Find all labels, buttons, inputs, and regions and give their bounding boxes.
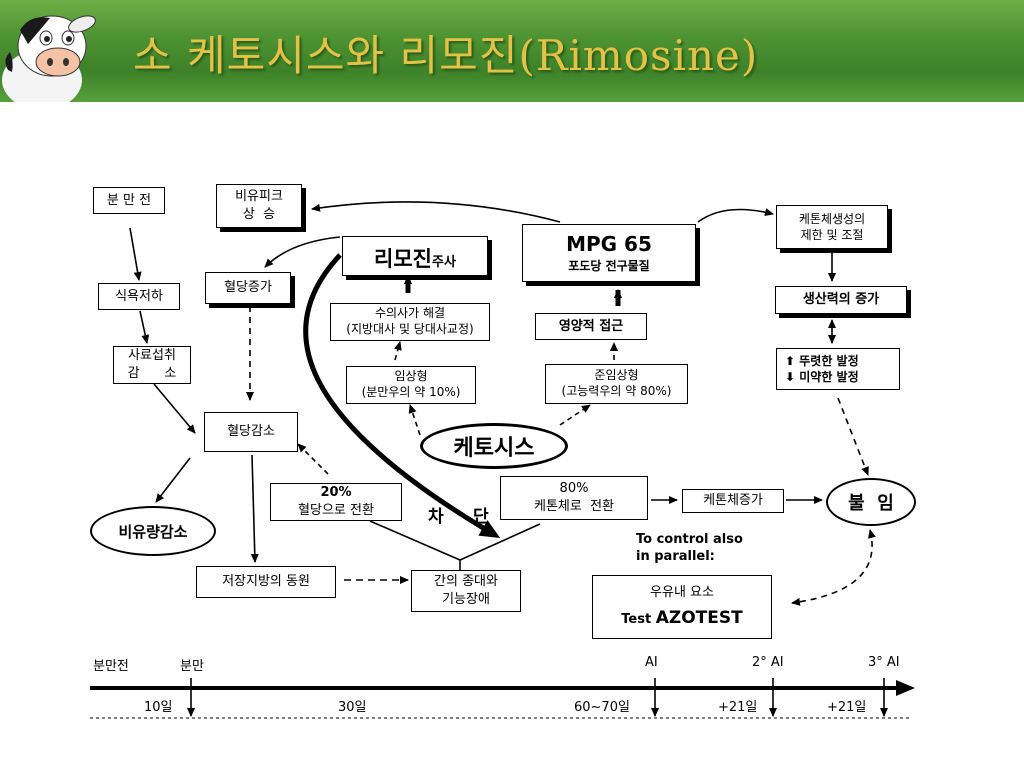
timeline-top-label: 2° AI — [752, 655, 784, 670]
node-label-title: MPG 65 — [566, 232, 652, 257]
timeline-bottom-label: 60~70일 — [574, 700, 630, 715]
node-label-line: (고능력우의 약 80%) — [561, 384, 672, 398]
header-banner: 소 케토시스와 리모진(Rimosine) — [0, 0, 1024, 102]
node-mpg65: MPG 65 포도당 전구물질 — [522, 224, 696, 282]
control-note-line: in parallel: — [636, 548, 715, 564]
timeline-top-label: 분만전 — [93, 659, 129, 674]
node-estrus: ⬆ 뚜렷한 발정 ⬇ 미약한 발정 — [776, 348, 900, 390]
node-fat-mobilization: 저장지방의 동원 — [196, 566, 336, 598]
node-nutritional-approach: 영양적 접근 — [535, 313, 647, 340]
node-80pct-ketone: 80% 케톤체로 전환 — [500, 476, 648, 520]
timeline-bottom-label: +21일 — [827, 700, 867, 715]
arrow-down-icon: ⬇ — [785, 370, 796, 384]
node-label-line: 혈당으로 전환 — [298, 503, 374, 518]
node-label-line: 간의 종대와 — [434, 574, 498, 590]
node-label-line: 제한 및 조절 — [800, 228, 864, 242]
node-label-sub: 포도당 전구물질 — [568, 259, 650, 274]
node-label: 혈당감소 — [227, 424, 275, 440]
node-label-line: 임상형 — [394, 369, 428, 384]
node-label-line: 뚜렷한 발정 — [799, 353, 859, 368]
node-feed-intake-decrease: 사료섭취 감 소 — [113, 346, 191, 384]
timeline-top-label: 3° AI — [868, 655, 900, 670]
estrus-row-2: ⬇ 미약한 발정 — [785, 369, 859, 385]
timeline-bottom-label: +21일 — [718, 700, 758, 715]
node-label-line: 80% — [559, 481, 589, 497]
node-label: 케톤체증가 — [703, 493, 763, 509]
timeline-top-label: 분만 — [180, 659, 204, 674]
node-20pct-glucose: 20% 혈당으로 전환 — [270, 483, 402, 521]
node-label: 불 임 — [848, 493, 894, 514]
node-label-sub: 주사 — [432, 255, 456, 270]
node-label: 분 만 전 — [106, 192, 152, 208]
node-milk-peak-rise: 비유피크 상 승 — [216, 184, 302, 228]
node-label-line: 케톤체로 전환 — [533, 499, 615, 514]
node-milk-yield-decrease: 비유량감소 — [90, 506, 216, 556]
node-label: 영양적 접근 — [558, 318, 624, 334]
node-label-line: (분만우의 약 10%) — [361, 385, 461, 399]
timeline-bottom-label: 10일 — [144, 700, 173, 715]
node-label-line: 기능장애 — [442, 592, 490, 607]
test-name: AZOTEST — [655, 607, 743, 628]
node-label-line: 사료섭취 — [128, 348, 176, 364]
node-subclinical-type: 준임상형 (고능력우의 약 80%) — [545, 364, 688, 404]
control-note-line: To control also — [636, 532, 743, 547]
node-liver-dysfunction: 간의 종대와 기능장애 — [411, 570, 521, 612]
estrus-row-1: ⬆ 뚜렷한 발정 — [785, 353, 859, 369]
test-line: Test AZOTEST — [621, 607, 742, 630]
node-ketone-increase: 케톤체증가 — [682, 489, 784, 513]
node-label-line: 우유내 요소 — [650, 585, 714, 601]
node-infertility: 불 임 — [826, 478, 916, 526]
node-productivity-increase: 생산력의 증가 — [775, 286, 907, 314]
node-label-line: (지방대사 및 당대사교정) — [346, 322, 474, 336]
node-label-line: 준임상형 — [594, 368, 639, 383]
node-vet-solution: 수의사가 해결 (지방대사 및 당대사교정) — [330, 303, 490, 341]
node-label-line: 20% — [320, 485, 352, 501]
node-appetite-loss: 식욕저하 — [98, 283, 180, 310]
node-blood-glucose-down: 혈당감소 — [204, 412, 298, 452]
node-label: 식욕저하 — [115, 288, 163, 304]
node-label-line: 케톤체생성의 — [798, 211, 866, 226]
node-blood-glucose-up: 혈당증가 — [205, 272, 291, 304]
control-note: To control also in parallel: — [636, 532, 743, 566]
timeline-top-label: AI — [645, 655, 658, 670]
page-title: 소 케토시스와 리모진(Rimosine) — [133, 31, 759, 80]
node-label: 케토시스 — [453, 436, 535, 461]
node-label-line: 미약한 발정 — [799, 370, 859, 384]
arrow-up-icon: ⬆ — [785, 353, 796, 368]
node-label-line: 상 승 — [242, 207, 276, 222]
node-label-line: 수의사가 해결 — [374, 306, 446, 321]
node-label-line: 비유피크 — [235, 189, 283, 205]
block-label-2: 단 — [473, 507, 489, 527]
timeline-bottom-label: 30일 — [338, 700, 367, 715]
node-label: 저장지방의 동원 — [222, 574, 310, 590]
node-milk-urea-test: 우유내 요소 Test AZOTEST — [592, 575, 772, 639]
cow-illustration — [2, 15, 96, 102]
node-ketone-limit: 케톤체생성의 제한 및 조절 — [776, 205, 888, 249]
test-prefix: Test — [621, 611, 652, 627]
node-clinical-type: 임상형 (분만우의 약 10%) — [346, 366, 476, 404]
node-label-main: 리모진 — [374, 247, 433, 271]
node-label: 혈당증가 — [224, 280, 272, 296]
node-before-calving: 분 만 전 — [93, 187, 165, 214]
node-label: 생산력의 증가 — [802, 292, 880, 308]
block-label-1: 차 — [428, 507, 444, 527]
node-label-line: 감 소 — [127, 366, 177, 381]
node-rimosin-injection: 리모진 주사 — [342, 236, 488, 276]
node-ketosis: 케토시스 — [420, 423, 568, 469]
node-label: 비유량감소 — [118, 522, 188, 541]
